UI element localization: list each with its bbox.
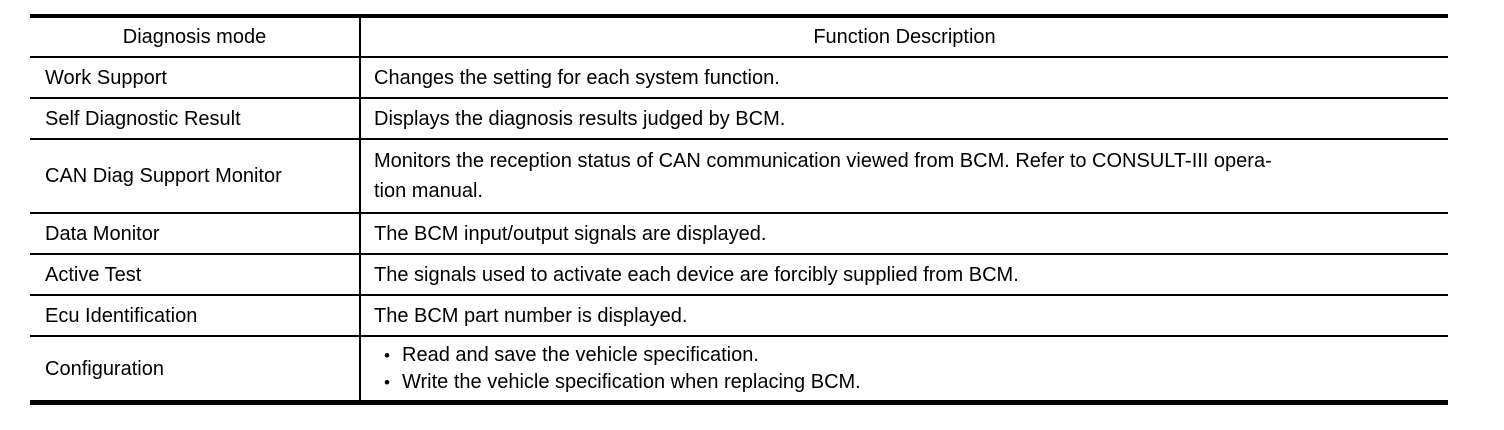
diagnosis-mode-cell: Active Test bbox=[30, 255, 361, 294]
diagnosis-mode-table: Diagnosis mode Function Description Work… bbox=[30, 14, 1448, 405]
column-header-diagnosis-mode: Diagnosis mode bbox=[30, 18, 361, 56]
table-row-self-diagnostic-result: Self Diagnostic Result Displays the diag… bbox=[30, 99, 1448, 140]
table-row-ecu-identification: Ecu Identification The BCM part number i… bbox=[30, 296, 1448, 337]
description-line: Monitors the reception status of CAN com… bbox=[374, 150, 1272, 172]
table-header-row: Diagnosis mode Function Description bbox=[30, 18, 1448, 58]
diagnosis-mode-cell: Work Support bbox=[30, 58, 361, 97]
column-header-function-description: Function Description bbox=[813, 26, 996, 48]
bullet-icon: • bbox=[384, 372, 390, 392]
bullet-list-item: • Write the vehicle specification when r… bbox=[384, 369, 1436, 396]
table-row-work-support: Work Support Changes the setting for eac… bbox=[30, 58, 1448, 99]
diagnosis-mode-cell: CAN Diag Support Monitor bbox=[30, 140, 361, 212]
bullet-text: Write the vehicle specification when rep… bbox=[402, 370, 861, 393]
function-description-cell: Changes the setting for each system func… bbox=[374, 66, 780, 89]
function-description-cell: The BCM part number is displayed. bbox=[374, 304, 688, 327]
table-row-can-diag-support-monitor: CAN Diag Support Monitor Monitors the re… bbox=[30, 140, 1448, 214]
bullet-icon: • bbox=[384, 345, 390, 365]
description-line: tion manual. bbox=[374, 180, 483, 202]
table-row-data-monitor: Data Monitor The BCM input/output signal… bbox=[30, 214, 1448, 255]
diagnosis-mode-cell: Self Diagnostic Result bbox=[30, 99, 361, 138]
bullet-text: Read and save the vehicle specification. bbox=[402, 343, 759, 366]
function-description-cell: • Read and save the vehicle specificatio… bbox=[361, 337, 1448, 400]
diagnosis-mode-cell: Configuration bbox=[30, 337, 361, 400]
function-description-cell: The signals used to activate each device… bbox=[374, 263, 1019, 286]
function-description-cell: Displays the diagnosis results judged by… bbox=[374, 107, 786, 130]
diagnosis-mode-cell: Ecu Identification bbox=[30, 296, 361, 335]
bullet-list-item: • Read and save the vehicle specificatio… bbox=[384, 342, 1436, 369]
table-row-configuration: Configuration • Read and save the vehicl… bbox=[30, 337, 1448, 400]
function-description-cell: The BCM input/output signals are display… bbox=[374, 222, 767, 245]
diagnosis-mode-cell: Data Monitor bbox=[30, 214, 361, 253]
function-description-cell: Monitors the reception status of CAN com… bbox=[361, 140, 1448, 212]
table-row-active-test: Active Test The signals used to activate… bbox=[30, 255, 1448, 296]
